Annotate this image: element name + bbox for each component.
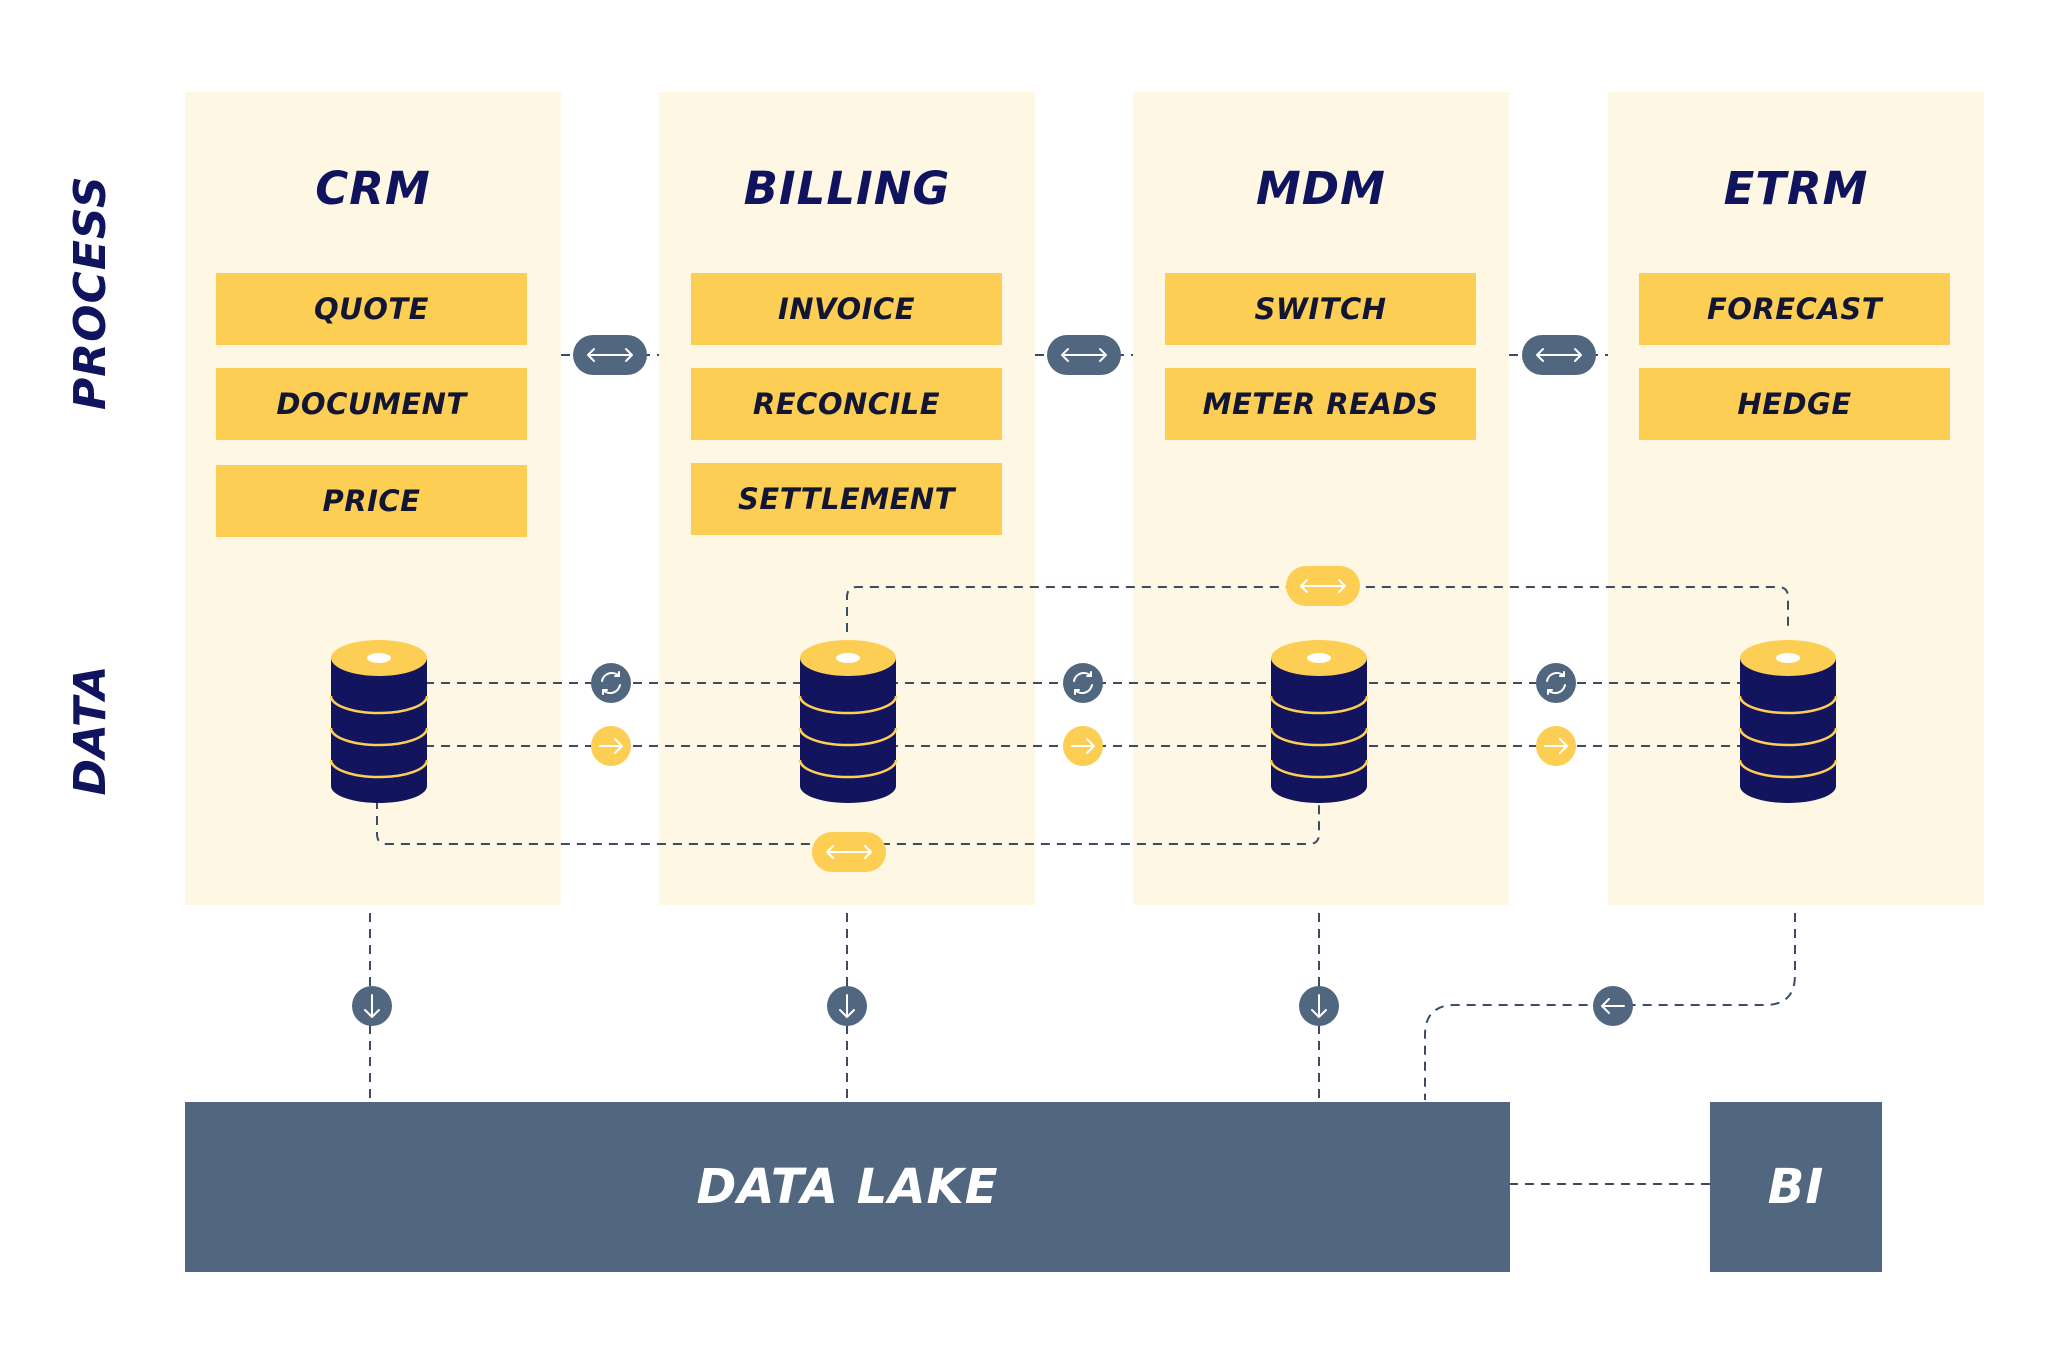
bidirectional-arrow-icon [1286, 566, 1360, 606]
arrow-left-icon [1593, 986, 1633, 1026]
task-document: DOCUMENT [216, 368, 527, 440]
database-icon [1738, 638, 1838, 805]
bi-label: BI [1767, 1159, 1825, 1215]
arrow-down-icon [1299, 986, 1339, 1026]
task-reconcile: RECONCILE [691, 368, 1002, 440]
task-settlement: SETTLEMENT [691, 463, 1002, 535]
database-icon [798, 638, 898, 805]
sync-icon [1536, 663, 1576, 703]
arrow-right-icon [591, 726, 631, 766]
data-lake-label: DATA LAKE [696, 1159, 999, 1215]
sync-icon [1063, 663, 1103, 703]
bidirectional-arrow-icon [1522, 335, 1596, 375]
column-title-mdm: MDM [1256, 162, 1386, 215]
arrow-right-icon [1536, 726, 1576, 766]
task-switch: SWITCH [1165, 273, 1476, 345]
task-price: PRICE [216, 465, 527, 537]
database-icon [329, 638, 429, 805]
task-meter-reads: METER READS [1165, 368, 1476, 440]
column-title-etrm: ETRM [1723, 162, 1869, 215]
task-quote: QUOTE [216, 273, 527, 345]
bi-box: BI [1710, 1102, 1882, 1272]
arrow-right-icon [1063, 726, 1103, 766]
task-forecast: FORECAST [1639, 273, 1950, 345]
data-lake-box: DATA LAKE [185, 1102, 1510, 1272]
arrow-down-icon [352, 986, 392, 1026]
column-title-crm: CRM [315, 162, 431, 215]
bidirectional-arrow-icon [573, 335, 647, 375]
bidirectional-arrow-icon [812, 832, 886, 872]
sync-icon [591, 663, 631, 703]
database-icon [1269, 638, 1369, 805]
arrow-down-icon [827, 986, 867, 1026]
task-hedge: HEDGE [1639, 368, 1950, 440]
task-invoice: INVOICE [691, 273, 1002, 345]
column-title-billing: BILLING [743, 162, 951, 215]
bidirectional-arrow-icon [1047, 335, 1121, 375]
